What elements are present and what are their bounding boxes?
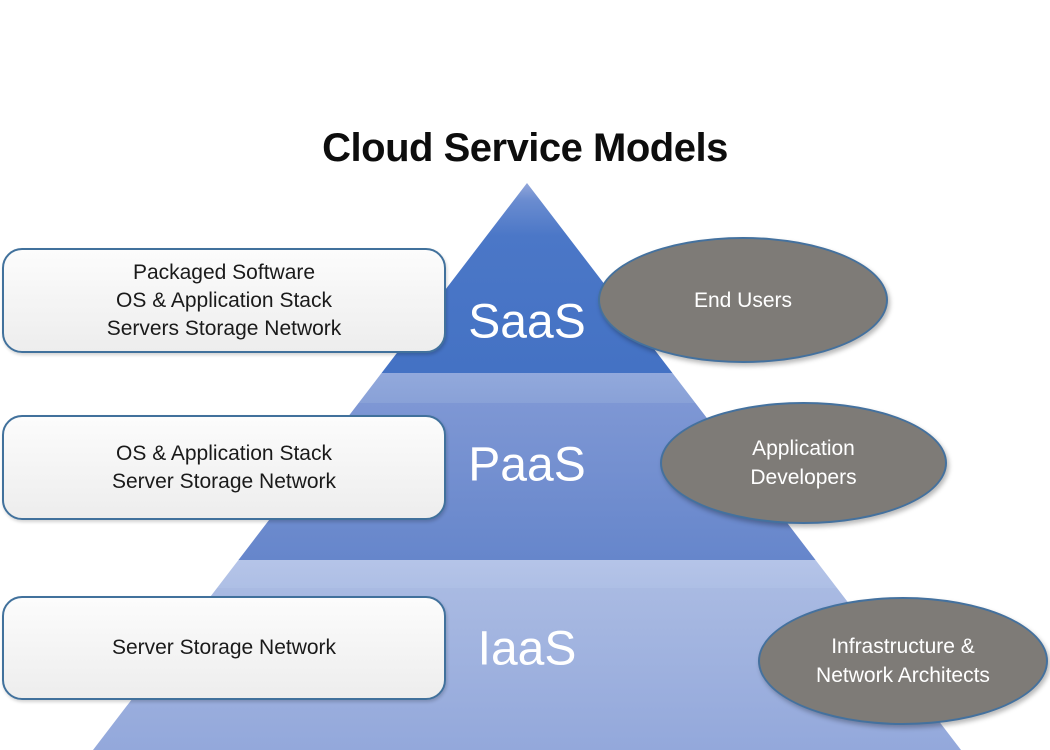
iaas-audience-ellipse: Infrastructure & Network Architects	[758, 597, 1048, 725]
paas-audience-ellipse: Application Developers	[660, 402, 947, 524]
paas-audience-label: Developers	[750, 466, 857, 489]
saas-audience-label: End Users	[693, 288, 793, 312]
iaas-description-line: Server Storage Network	[111, 636, 337, 659]
iaas-description-box: Server Storage Network	[2, 596, 446, 700]
iaas-label: IaaS	[477, 622, 577, 676]
iaas-audience-label: Network Architects	[816, 664, 990, 687]
saas-description-line: OS & Application Stack	[116, 288, 332, 312]
saas-description-line: Packaged Software	[132, 260, 316, 284]
saas-description-box: Packaged Software OS & Application Stack…	[2, 248, 446, 353]
paas-description-line: OS & Application Stack	[116, 441, 332, 465]
paas-description-box: OS & Application Stack Server Storage Ne…	[2, 415, 446, 520]
page-title: Cloud Service Models	[322, 126, 728, 170]
pyramid-tier-iaas-top-band	[93, 560, 961, 588]
pyramid-tier-paas-top-band	[93, 373, 961, 403]
iaas-audience-label: Infrastructure &	[831, 635, 975, 658]
saas-label: SaaS	[468, 295, 586, 349]
paas-label: PaaS	[468, 438, 586, 492]
saas-audience-ellipse: End Users	[598, 237, 888, 363]
saas-description-line: Servers Storage Network	[106, 316, 342, 340]
paas-audience-label: Application	[752, 437, 855, 460]
paas-description-line: Server Storage Network	[111, 469, 337, 493]
